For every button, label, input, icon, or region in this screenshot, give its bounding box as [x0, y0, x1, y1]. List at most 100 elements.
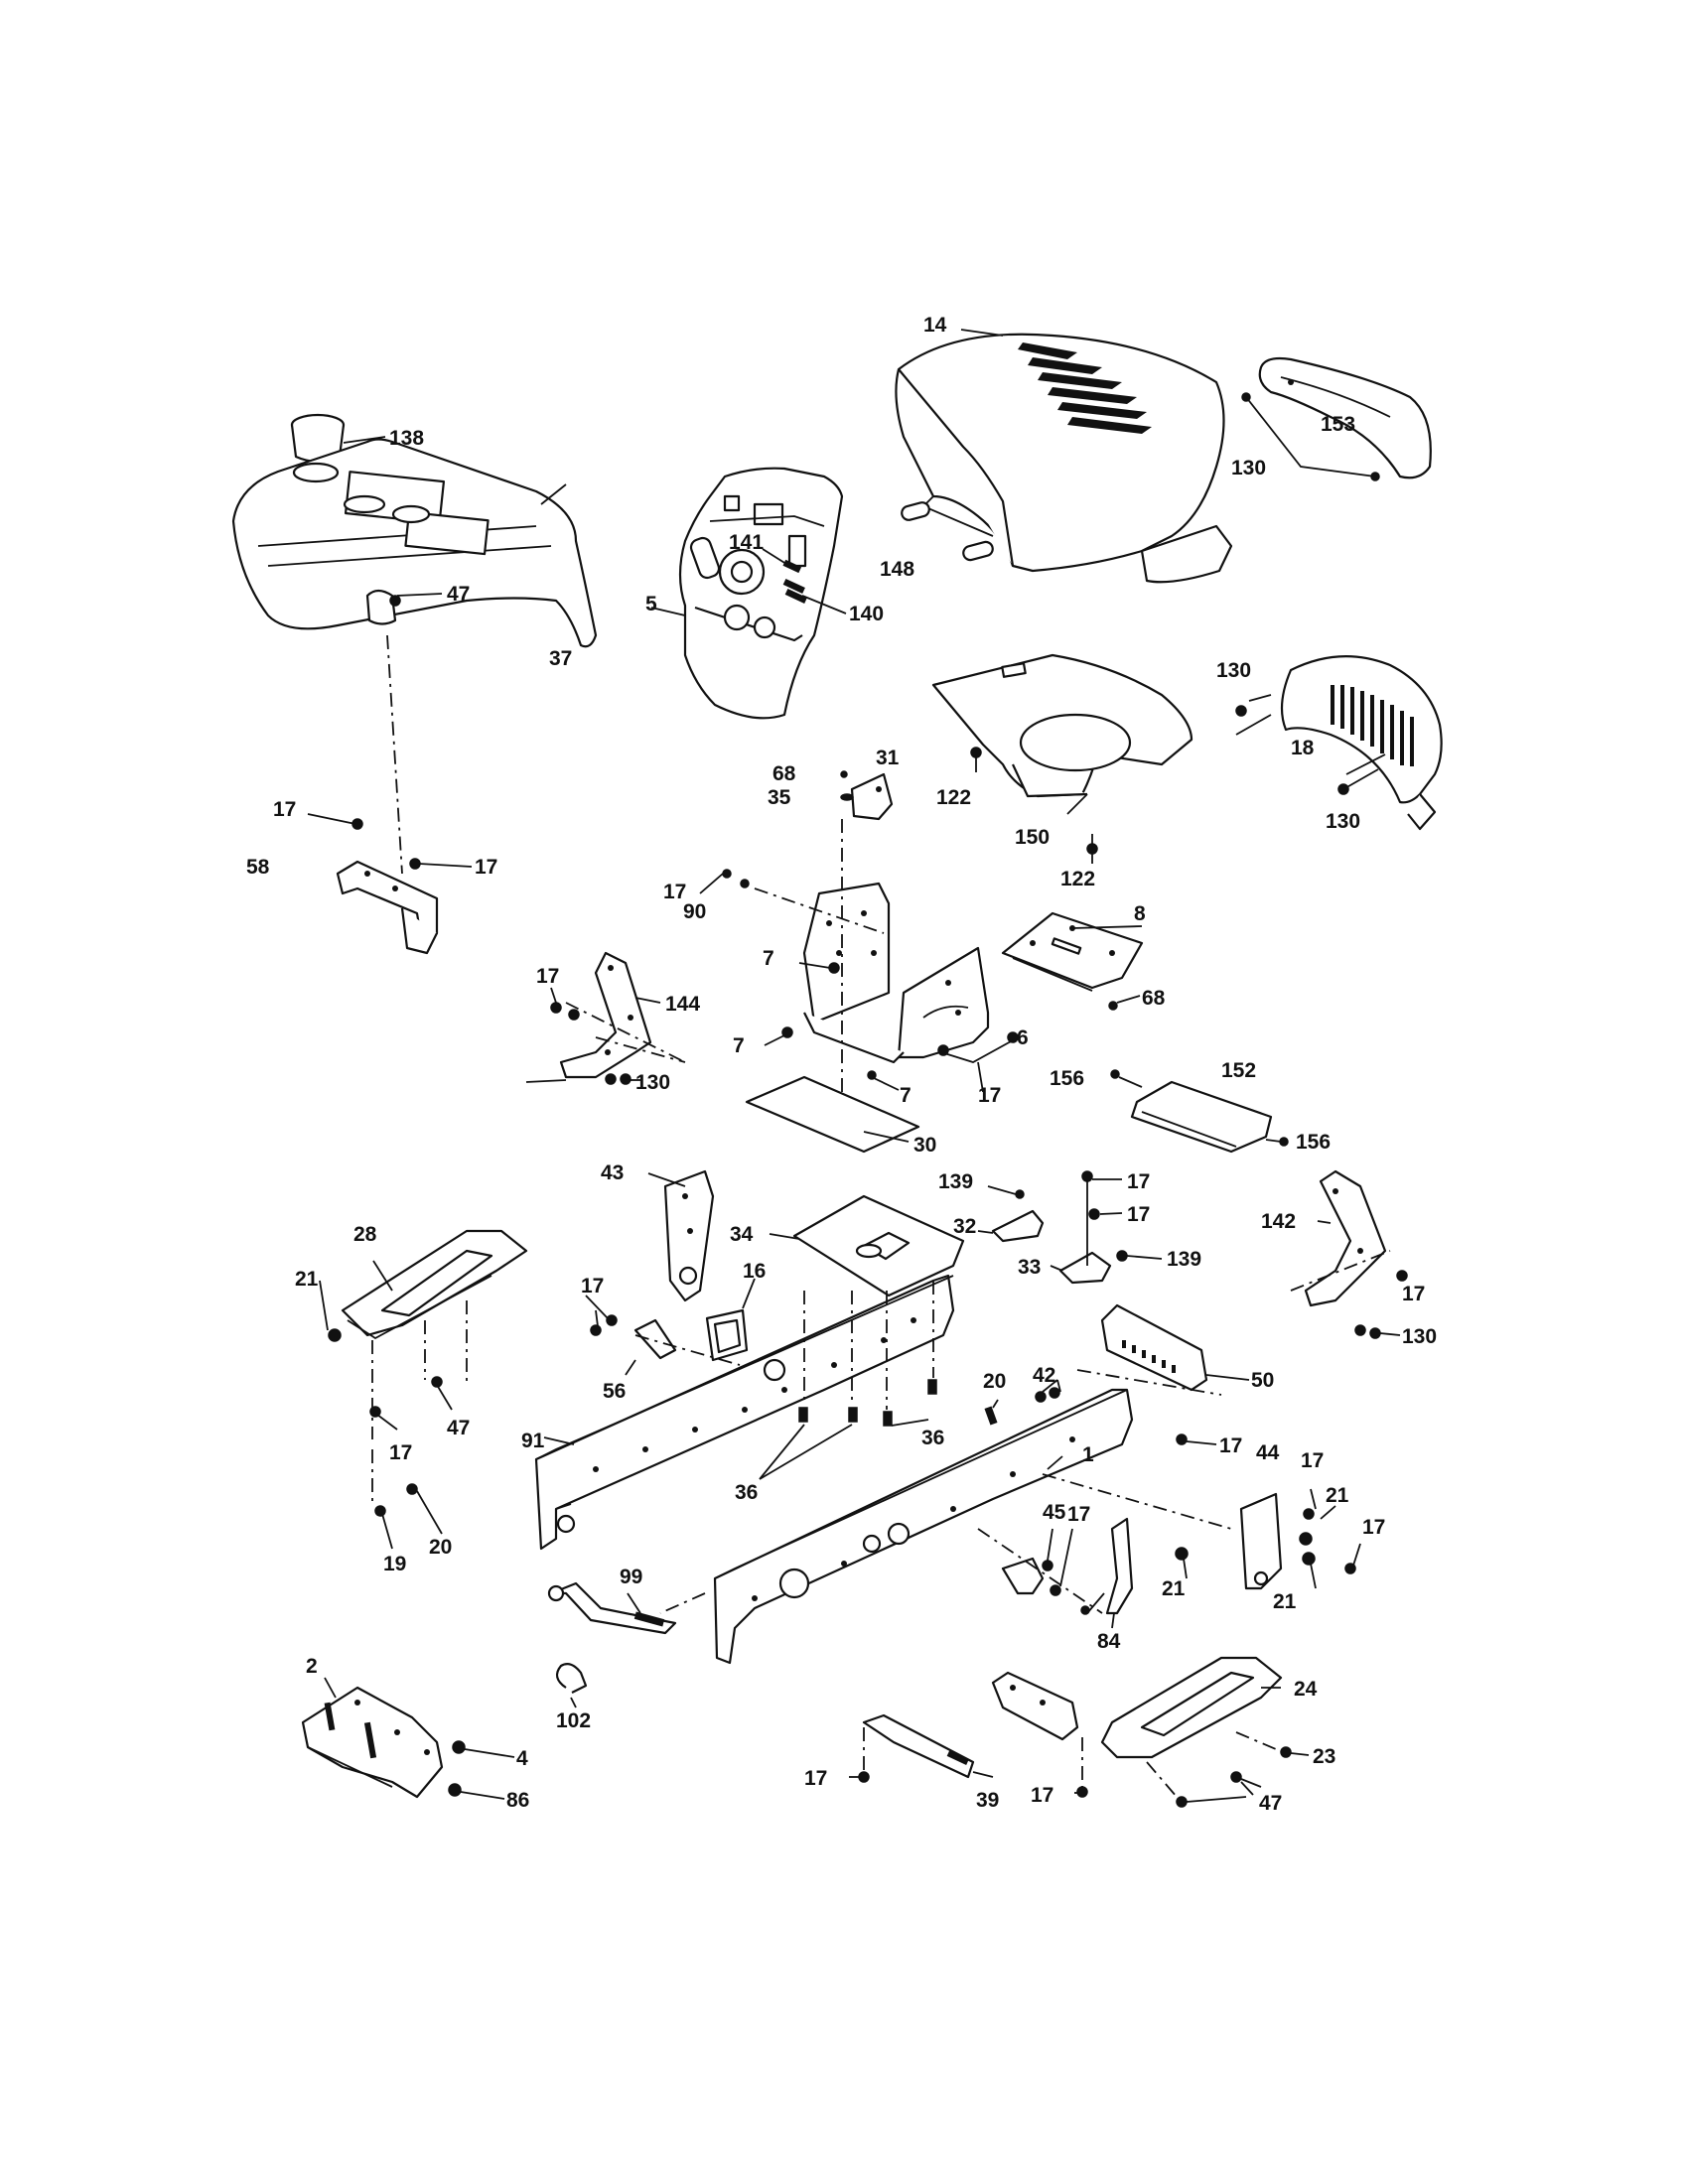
body-panel-6-part	[802, 882, 990, 1064]
bracket-32-part	[991, 1209, 1045, 1243]
callout-140: 140	[849, 603, 884, 625]
callout-139: 139	[1167, 1248, 1201, 1271]
callout-47: 47	[447, 1417, 470, 1439]
callout-7: 7	[900, 1084, 912, 1107]
callout-152: 152	[1221, 1059, 1256, 1082]
callout-122: 122	[1060, 868, 1095, 890]
callout-68: 68	[772, 762, 796, 785]
callout-5: 5	[645, 593, 657, 615]
frame-left-91-part	[534, 1274, 955, 1551]
callout-91: 91	[521, 1430, 545, 1452]
callout-31: 31	[876, 747, 900, 769]
callout-21: 21	[295, 1268, 319, 1291]
tray-8-part	[1001, 911, 1144, 992]
console-part	[678, 467, 844, 720]
callout-28: 28	[353, 1223, 377, 1246]
callout-7: 7	[763, 947, 774, 970]
callout-14: 14	[923, 314, 947, 337]
callout-142: 142	[1261, 1210, 1296, 1233]
callout-68: 68	[1142, 987, 1166, 1010]
bracket-43-part	[663, 1169, 715, 1302]
callout-1: 1	[1082, 1443, 1094, 1466]
callout-21: 21	[1273, 1590, 1297, 1613]
rod-99-part	[547, 1581, 677, 1635]
callout-8: 8	[1134, 902, 1146, 925]
gasket-16-part	[705, 1308, 749, 1362]
callout-20: 20	[429, 1536, 452, 1559]
callout-21: 21	[1162, 1577, 1186, 1600]
callout-44: 44	[1256, 1441, 1280, 1464]
callout-17: 17	[804, 1767, 827, 1790]
callout-42: 42	[1033, 1364, 1055, 1387]
plate-34-part	[792, 1194, 965, 1297]
callout-47: 47	[1259, 1792, 1282, 1815]
callout-17: 17	[978, 1084, 1001, 1107]
bracket-50-part	[1100, 1303, 1208, 1392]
bar-152-part	[1130, 1080, 1273, 1154]
hood-part	[895, 333, 1233, 584]
callout-156: 156	[1296, 1131, 1331, 1154]
bracket-142-part	[1304, 1169, 1387, 1307]
callout-39: 39	[976, 1789, 999, 1812]
callout-30: 30	[913, 1134, 936, 1157]
callout-17: 17	[273, 798, 296, 821]
callout-56: 56	[603, 1380, 626, 1403]
callout-17: 17	[475, 856, 497, 879]
bracket-84-part	[1105, 1517, 1134, 1615]
callout-84: 84	[1097, 1630, 1121, 1653]
callout-43: 43	[601, 1161, 624, 1184]
callout-58: 58	[246, 856, 270, 879]
seat-back-vents-icon	[1331, 685, 1414, 766]
callout-90: 90	[683, 900, 706, 923]
callout-17: 17	[581, 1275, 604, 1297]
callout-138: 138	[389, 427, 424, 450]
bracket-31-part	[850, 772, 894, 821]
slots-icon	[1122, 1340, 1176, 1373]
callout-17: 17	[389, 1441, 412, 1464]
callout-17: 17	[1301, 1449, 1324, 1472]
callout-50: 50	[1251, 1369, 1274, 1392]
callout-35: 35	[768, 786, 791, 809]
callout-17: 17	[1362, 1516, 1385, 1539]
shroud-part	[931, 653, 1193, 798]
callout-130: 130	[1231, 457, 1266, 479]
callout-17: 17	[1127, 1203, 1150, 1226]
hood-vents-icon	[1018, 342, 1152, 434]
callout-17: 17	[1219, 1434, 1242, 1457]
callout-130: 130	[1326, 810, 1360, 833]
callout-17: 17	[1067, 1503, 1090, 1526]
fender-part	[231, 438, 598, 648]
callout-141: 141	[729, 531, 764, 554]
callout-24: 24	[1294, 1678, 1318, 1701]
callout-17: 17	[536, 965, 559, 988]
bracket-2-part	[301, 1686, 444, 1799]
callout-150: 150	[1015, 826, 1050, 849]
callout-17: 17	[1402, 1283, 1425, 1305]
footrest-28-part	[341, 1229, 528, 1340]
callout-153: 153	[1321, 413, 1355, 436]
key-switch-part	[782, 559, 807, 604]
callout-17: 17	[663, 881, 686, 903]
pin-102-part	[555, 1663, 588, 1694]
callout-34: 34	[730, 1223, 754, 1246]
bracket-39b-part	[991, 1671, 1079, 1741]
callout-19: 19	[383, 1553, 406, 1575]
callout-labels: 14 153 130 148 138 47 141 140 5 37 130 1…	[246, 314, 1437, 1815]
callout-156: 156	[1050, 1067, 1084, 1090]
callout-148: 148	[880, 558, 914, 581]
bracket-58-part	[336, 860, 439, 955]
grille-part	[1258, 356, 1432, 479]
callout-36: 36	[921, 1427, 944, 1449]
callout-17: 17	[1127, 1170, 1150, 1193]
callout-130: 130	[1402, 1325, 1437, 1348]
bracket-44-part	[1239, 1492, 1283, 1590]
callout-20: 20	[983, 1370, 1006, 1393]
callout-18: 18	[1291, 737, 1315, 759]
callout-2: 2	[306, 1655, 318, 1678]
bracket-39a-part	[862, 1713, 975, 1779]
callout-47: 47	[447, 583, 470, 606]
callout-7: 7	[733, 1034, 745, 1057]
seat-back-part	[1280, 655, 1443, 831]
callout-33: 33	[1018, 1256, 1041, 1279]
